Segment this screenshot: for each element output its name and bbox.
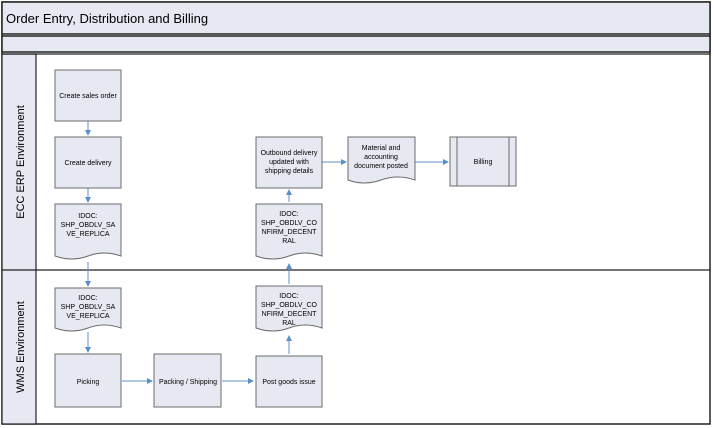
- node-label-line: shipping details: [265, 168, 314, 175]
- node-label-line: SHP_OBDLV_SA: [61, 304, 116, 311]
- node-material-doc: Material and accounting document posted: [347, 136, 416, 184]
- node-label-line: Create sales order: [59, 93, 117, 100]
- node-billing-label: Billing: [474, 159, 493, 166]
- node-picking: Picking: [54, 353, 122, 408]
- node-material-doc-label: Material and accounting document posted: [354, 145, 408, 170]
- node-label-line: SHP_OBDLV_CO: [261, 302, 317, 309]
- node-create-delivery: Create delivery: [54, 136, 122, 189]
- node-packing-shipping: Packing / Shipping: [153, 353, 222, 408]
- node-label-line: NFIRM_DECENT: [262, 311, 318, 318]
- node-label-line: Material and: [362, 145, 401, 152]
- node-label-line: VE_REPLICA: [66, 231, 110, 238]
- node-label-line: updated with: [269, 159, 309, 166]
- node-create-delivery-label: Create delivery: [64, 160, 112, 167]
- node-label-line: RAL: [282, 238, 296, 245]
- node-label-line: VE_REPLICA: [66, 313, 110, 320]
- node-create-sales-order-label: Create sales order: [59, 93, 117, 100]
- node-label-line: Create delivery: [64, 160, 112, 167]
- node-label-line: document posted: [354, 163, 408, 170]
- node-idoc-confirm-wms: IDOC: SHP_OBDLV_CO NFIRM_DECENT RAL: [255, 285, 323, 332]
- node-idoc-save-wms: IDOC: SHP_OBDLV_SA VE_REPLICA: [54, 287, 122, 332]
- node-label-line: IDOC:: [78, 213, 98, 220]
- node-label-line: SHP_OBDLV_CO: [261, 220, 317, 227]
- node-picking-label: Picking: [77, 379, 100, 386]
- node-packing-shipping-label: Packing / Shipping: [159, 379, 217, 386]
- node-label-line: Billing: [474, 159, 493, 166]
- node-idoc-confirm-wms-label: IDOC: SHP_OBDLV_CO NFIRM_DECENT RAL: [261, 293, 317, 327]
- header-band: [1, 35, 711, 53]
- node-label-line: Post goods issue: [262, 379, 315, 386]
- node-label-line: accounting: [364, 154, 398, 161]
- node-post-goods-issue-label: Post goods issue: [262, 379, 315, 386]
- node-label-line: IDOC:: [279, 293, 299, 300]
- connectors: [85, 121, 449, 384]
- node-outbound-delivery: Outbound delivery updated with shipping de…: [255, 136, 323, 189]
- node-label-line: IDOC:: [279, 211, 299, 218]
- node-label-line: SHP_OBDLV_SA: [61, 222, 116, 229]
- title-band: [1, 1, 711, 35]
- node-label-line: Picking: [77, 379, 100, 386]
- node-billing: Billing: [449, 136, 517, 187]
- node-idoc-save-erp: IDOC: SHP_OBDLV_SA VE_REPLICA: [54, 203, 122, 260]
- node-idoc-confirm-erp-label: IDOC: SHP_OBDLV_CO NFIRM_DECENT RAL: [261, 211, 317, 245]
- lane-label-erp: ECC ERP Environment: [15, 105, 27, 219]
- node-idoc-confirm-erp: IDOC: SHP_OBDLV_CO NFIRM_DECENT RAL: [255, 203, 323, 260]
- node-label-line: IDOC:: [78, 295, 98, 302]
- node-label-line: Packing / Shipping: [159, 379, 217, 386]
- node-idoc-save-erp-label: IDOC: SHP_OBDLV_SA VE_REPLICA: [61, 213, 116, 238]
- node-create-sales-order: Create sales order: [54, 69, 122, 122]
- node-idoc-save-wms-label: IDOC: SHP_OBDLV_SA VE_REPLICA: [61, 295, 116, 320]
- diagram-title: Order Entry, Distribution and Billing: [6, 11, 208, 26]
- node-label-line: NFIRM_DECENT: [262, 229, 318, 236]
- node-outbound-delivery-label: Outbound delivery updated with shipping de…: [261, 150, 318, 175]
- lane-label-wms: WMS Environment: [15, 301, 27, 393]
- node-label-line: Outbound delivery: [261, 150, 318, 157]
- node-label-line: RAL: [282, 320, 296, 327]
- node-post-goods-issue: Post goods issue: [255, 355, 323, 408]
